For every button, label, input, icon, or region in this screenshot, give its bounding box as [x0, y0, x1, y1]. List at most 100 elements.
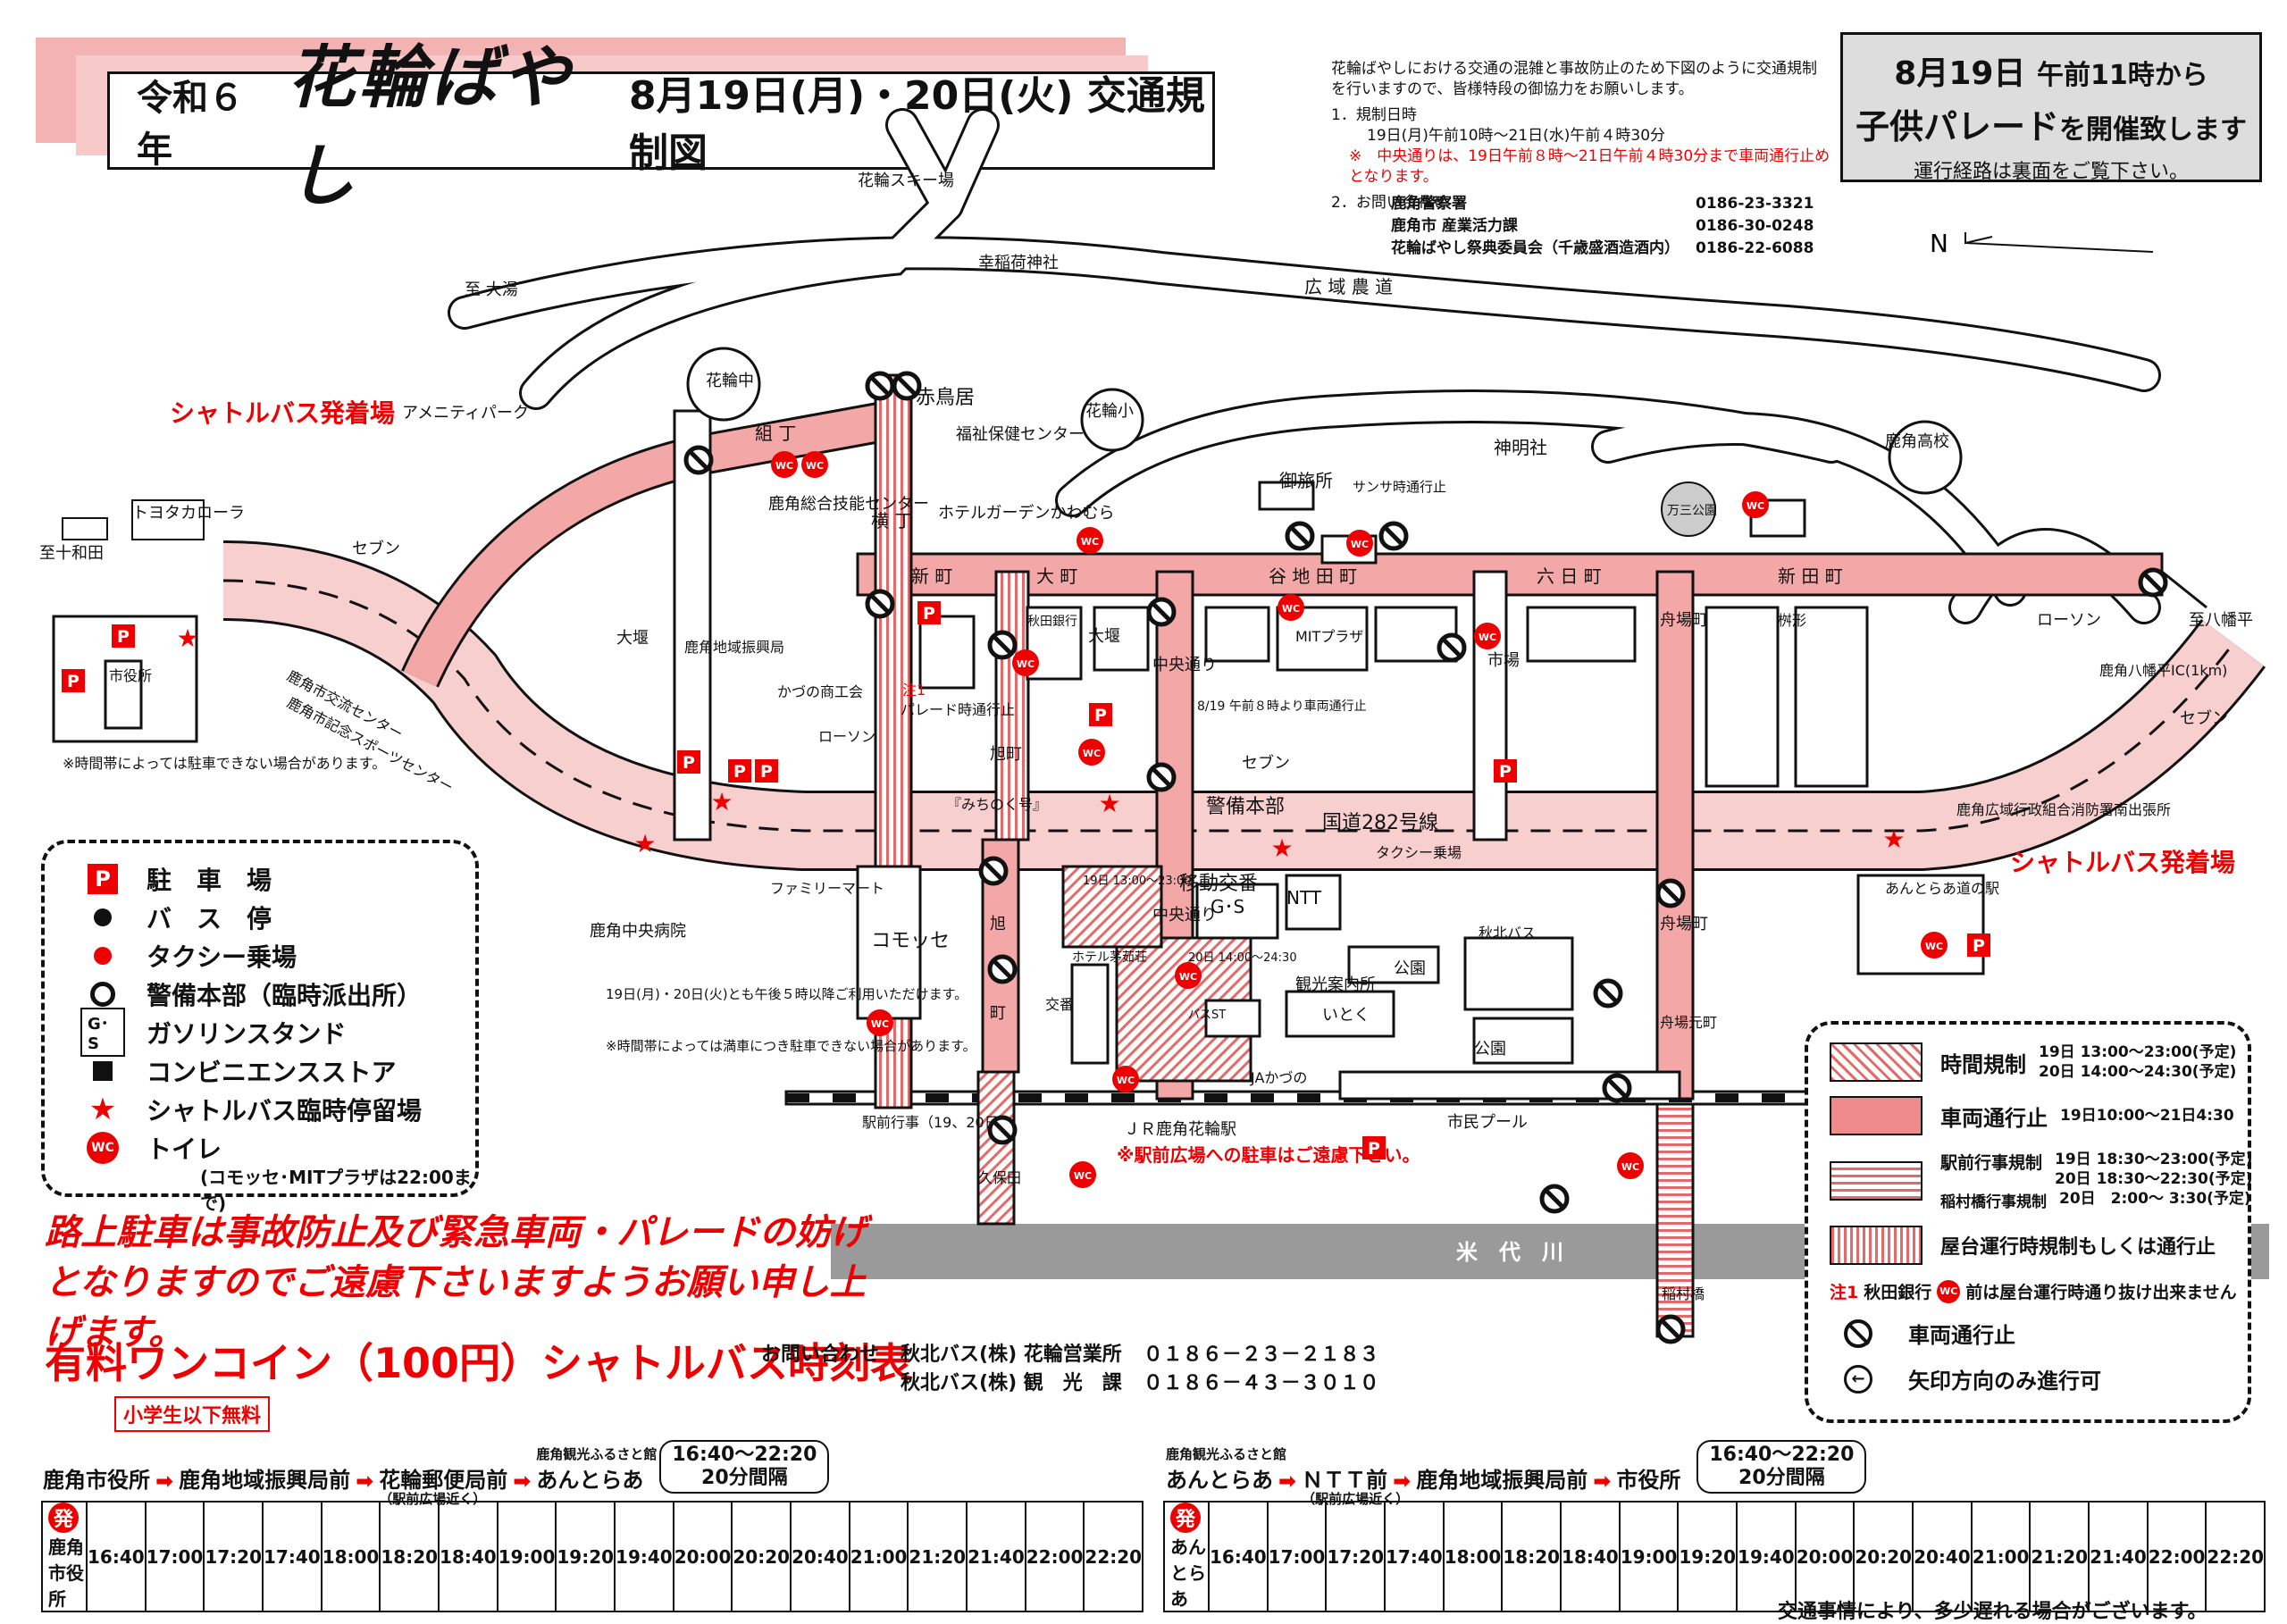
contact-tel: 0186-23-3321	[1696, 195, 1814, 213]
label-fukushi: 福祉保健センター	[956, 425, 1085, 444]
label-ekimae-gyoji: 駅前行事（19、20日）	[862, 1114, 1013, 1131]
legend-label: バ ス 停	[147, 903, 272, 933]
departure-time: 19:20	[1677, 1501, 1738, 1612]
route-stop: 鹿角観光ふるさと館あんとらあ	[1166, 1446, 1286, 1494]
regulation-legend: 時間規制 19日 13:00～23:00(予定)20日 14:00～24:30(…	[1805, 1021, 2252, 1423]
toilet-icon	[1278, 594, 1304, 621]
label-asahi1: 旭町	[990, 745, 1022, 764]
road-omachi-shinden	[856, 552, 2164, 597]
no-entry-slash	[897, 376, 917, 396]
parking-icon	[917, 601, 941, 624]
kids-parade-date: 8月19日	[1894, 55, 2026, 92]
no-entry-slash	[1598, 984, 1618, 1003]
label-shuttle-east: シャトルバス発着場	[2010, 848, 2235, 877]
label-familymart: ファミリーマート	[770, 880, 884, 897]
label-pool: 市民プール	[1447, 1113, 1528, 1132]
road-ekimae-left	[976, 1070, 1016, 1226]
swatch-time-reg	[1830, 1042, 1923, 1082]
departure-time: 22:20	[1083, 1501, 1144, 1612]
label-to-hachimantai: 至八幡平	[2189, 611, 2253, 630]
notice-item1-note: ※ 中央通りは、19日午前８時～21日午前４時30分まで車両通行止めとなります。	[1349, 147, 1830, 186]
shuttle-stop-icon: ★	[176, 624, 198, 653]
contact-name: 花輪ばやし祭典委員会（千歳盛酒造酒内）	[1391, 239, 1680, 257]
label-park1: 公園	[1394, 959, 1426, 978]
toilet-icon	[771, 451, 798, 478]
no-entry-slash	[1661, 1319, 1680, 1339]
label-otabisho: 御旅所	[1279, 470, 1333, 491]
legend-item: ★シャトルバス臨時停留場	[80, 1090, 475, 1128]
label-shuttle-west: シャトルバス発着場	[170, 398, 395, 428]
label-ntt: NTT	[1286, 887, 1322, 908]
departure-time: 17:00	[144, 1501, 205, 1612]
label-kokudo: 国道282号線	[1322, 812, 1438, 834]
shuttle-stop-icon: ★	[633, 829, 656, 858]
note1-text: 秋田銀行	[1864, 1283, 1932, 1302]
reg-time: 19日 13:00～23:00(予定)	[2039, 1043, 2237, 1061]
reg-label: 稲村橋行事規制	[1940, 1193, 2047, 1211]
parking-glyph: P	[1368, 1139, 1380, 1159]
no-entry-slash	[984, 861, 1003, 881]
label-omachi: 大 町	[1036, 565, 1077, 587]
toilet-icon	[1112, 1066, 1139, 1092]
route-stop: 鹿角市役所	[43, 1468, 150, 1493]
departure-time: 20:20	[1853, 1501, 1914, 1612]
toilet-icon	[1921, 932, 1948, 958]
kids-parade-note: 運行経路は裏面をご覧下さい。	[1913, 161, 2189, 183]
route-stop: 鹿角地域振興局前	[179, 1468, 351, 1493]
no-entry-slash	[1607, 1078, 1627, 1098]
legend-item: 警備本部（臨時派出所）	[80, 975, 475, 1013]
parking-glyph: P	[683, 753, 695, 773]
contact-name: 秋北バス(株) 花輪営業所	[901, 1344, 1122, 1366]
contact-name: 秋北バス(株) 観 光 課	[901, 1372, 1122, 1394]
no-entry-slash	[1661, 883, 1680, 903]
title-banner: 令和６年 花輪ばやし 8月19日(月)・20日(火) 交通規制図	[107, 38, 1215, 215]
parking-warning: 路上駐車は事故防止及び緊急車両・パレードの妨げとなりますのでご遠慮下さいますよう…	[45, 1212, 867, 1353]
departure-time: 19:00	[1618, 1501, 1680, 1612]
toilet-icon: WC	[1937, 1279, 1961, 1303]
no-entry-slash	[1545, 1189, 1564, 1209]
legend-item: タクシー乗場	[80, 936, 475, 975]
parking-glyph: P	[1094, 706, 1107, 725]
north-arrow-head	[1964, 232, 1993, 245]
road-ichiba	[1472, 570, 1508, 841]
parking-icon	[728, 759, 751, 783]
contact-label: お問い合わせ	[761, 1344, 880, 1366]
parking-icon	[1494, 759, 1517, 783]
arrow-right-icon: ➡	[1393, 1469, 1412, 1494]
no-entry-slash	[2143, 573, 2163, 592]
timetable-start: 発鹿角市役所	[41, 1501, 88, 1612]
reg-time: 20日 14:00～24:30(予定)	[2039, 1063, 2237, 1081]
toilet-glyph: WC	[1282, 603, 1300, 615]
parking-glyph: P	[67, 672, 80, 691]
timetable-start-label: 鹿角市役所	[48, 1536, 84, 1610]
route-hours: 16:40～22:20	[1709, 1444, 1855, 1466]
departure-time: 20:00	[672, 1501, 733, 1612]
label-hanawa-es: 花輪小	[1085, 402, 1134, 421]
reg-row-oneway: ← 矢印方向のみ進行可	[1830, 1363, 2248, 1394]
route-stop-name: あんとらあ	[1166, 1468, 1273, 1493]
departure-time: 21:00	[848, 1501, 909, 1612]
north-arrow-line	[1964, 242, 2154, 253]
label-funaba2: 舟場町	[1660, 915, 1708, 933]
no-entry-slash	[870, 376, 890, 396]
label-shuhoku-bus: 秋北バス	[1479, 925, 1536, 942]
toilet-icon	[1617, 1152, 1644, 1179]
label-park2: 公園	[1474, 1040, 1506, 1059]
arrow-right-icon: ➡	[356, 1469, 374, 1494]
label-shinmeisha: 神明社	[1494, 437, 1547, 458]
label-stop-819: 8/19 午前８時より車両通行止	[1197, 699, 1367, 714]
legend-label: 警備本部（臨時派出所）	[147, 980, 423, 1010]
notice-intro: 花輪ばやしにおける交通の混雑と事故防止のため下図のように交通規制を行いますので、…	[1331, 60, 1817, 98]
road-kumicho	[403, 402, 897, 687]
shuttle-stop-icon: ★	[1098, 789, 1120, 818]
label-hotel-mojiso: ホテル茅茹荘	[1072, 950, 1147, 965]
road-inamura-bashi	[1655, 1102, 1695, 1338]
bus-stop-icon	[94, 908, 112, 926]
kids-parade-time: 午前11時から	[2036, 60, 2208, 91]
toilet-icon	[1012, 649, 1039, 676]
